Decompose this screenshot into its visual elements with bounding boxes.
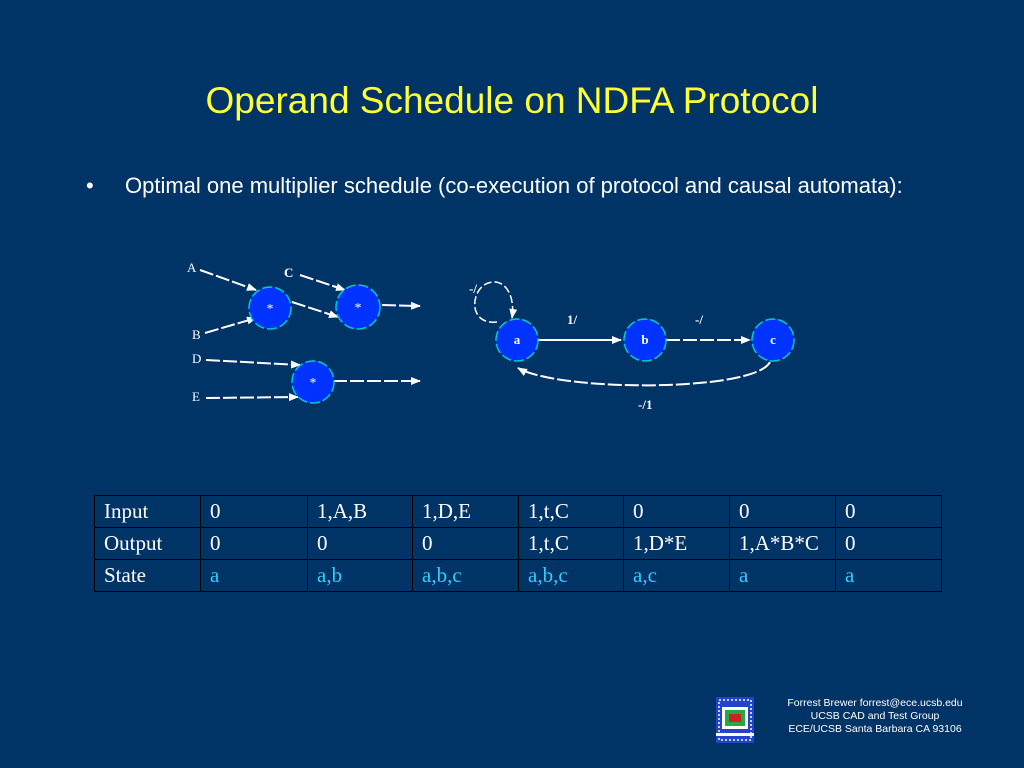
dataflow-graph: * * * A B C D E <box>187 260 421 404</box>
bullet-text: Optimal one multiplier schedule (co-exec… <box>125 173 903 198</box>
edge-mult1-to-mult2 <box>291 301 339 319</box>
table-cell: 0 <box>412 527 519 560</box>
table-cell: a,b <box>307 559 413 592</box>
table-cell: 0 <box>835 495 942 528</box>
table-cell: 1,t,C <box>518 527 624 560</box>
table-cell: a,b,c <box>412 559 519 592</box>
edge-label-b-to-c: -/ <box>695 312 703 327</box>
edge-mult2-out <box>381 301 421 310</box>
row-header-state: State <box>94 559 201 592</box>
footer-author: Forrest Brewer forrest@ece.ucsb.edu <box>787 697 963 709</box>
table-cell: 1,t,C <box>518 495 624 528</box>
mult-node-3-label: * <box>310 376 317 391</box>
table-cell: 1,D,E <box>412 495 519 528</box>
slide-title: Operand Schedule on NDFA Protocol <box>205 80 819 121</box>
mult-node-3: * <box>291 360 335 404</box>
row-header-input: Input <box>94 495 201 528</box>
table-row-input: Input 0 1,A,B 1,D,E 1,t,C 0 0 0 <box>94 495 942 528</box>
table-cell: 0 <box>307 527 413 560</box>
input-label-C: C <box>284 265 293 280</box>
edge-label-a-to-b: 1/ <box>567 312 578 327</box>
table-cell: 0 <box>835 527 942 560</box>
protocol-automaton: a b c -/ 1/ -/ -/1 <box>469 281 795 412</box>
edge-self-loop-a <box>474 281 518 323</box>
edge-B-to-mult1 <box>204 316 257 334</box>
ucsb-logo-icon <box>716 697 754 743</box>
table-cell: 0 <box>729 495 836 528</box>
input-label-E: E <box>192 389 200 404</box>
mult-node-1-label: * <box>267 302 274 317</box>
table-cell: 1,D*E <box>623 527 730 560</box>
mult-node-2: * <box>335 284 381 330</box>
edge-label-c-to-a: -/1 <box>638 397 652 412</box>
table-row-output: Output 0 0 0 1,t,C 1,D*E 1,A*B*C 0 <box>94 527 942 560</box>
mult-node-1: * <box>248 286 292 330</box>
edge-D-to-mult3 <box>205 359 301 369</box>
footer-address: ECE/UCSB Santa Barbara CA 93106 <box>788 723 962 735</box>
edge-label-self-loop-a: -/ <box>469 281 477 296</box>
edge-A-to-mult1 <box>199 269 257 291</box>
mult-node-2-label: * <box>355 301 362 316</box>
table-cell: 0 <box>200 495 308 528</box>
table-cell: 0 <box>623 495 730 528</box>
state-node-a: a <box>495 318 539 362</box>
table-cell: a,b,c <box>518 559 624 592</box>
table-cell: 1,A,B <box>307 495 413 528</box>
table-cell: a <box>200 559 308 592</box>
schedule-table: Input 0 1,A,B 1,D,E 1,t,C 0 0 0 Output 0… <box>94 495 942 592</box>
table-cell: 0 <box>200 527 308 560</box>
table-cell: a <box>729 559 836 592</box>
state-node-c: c <box>751 318 795 362</box>
state-node-a-label: a <box>514 332 521 347</box>
table-cell: a <box>835 559 942 592</box>
edge-E-to-mult3 <box>205 393 299 402</box>
table-row-state: State a a,b a,b,c a,b,c a,c a a <box>94 559 942 592</box>
footer-group: UCSB CAD and Test Group <box>810 710 940 722</box>
edge-c-to-a <box>517 361 771 387</box>
state-node-b: b <box>623 318 667 362</box>
state-node-c-label: c <box>770 332 776 347</box>
bullet-dot-icon: • <box>86 173 94 198</box>
input-label-D: D <box>192 351 201 366</box>
edge-C-to-mult2 <box>299 274 346 291</box>
state-node-b-label: b <box>641 332 648 347</box>
table-cell: a,c <box>623 559 730 592</box>
input-label-B: B <box>192 327 201 342</box>
input-label-A: A <box>187 260 197 275</box>
table-cell: 1,A*B*C <box>729 527 836 560</box>
footer: Forrest Brewer forrest@ece.ucsb.edu UCSB… <box>770 697 980 736</box>
row-header-output: Output <box>94 527 201 560</box>
